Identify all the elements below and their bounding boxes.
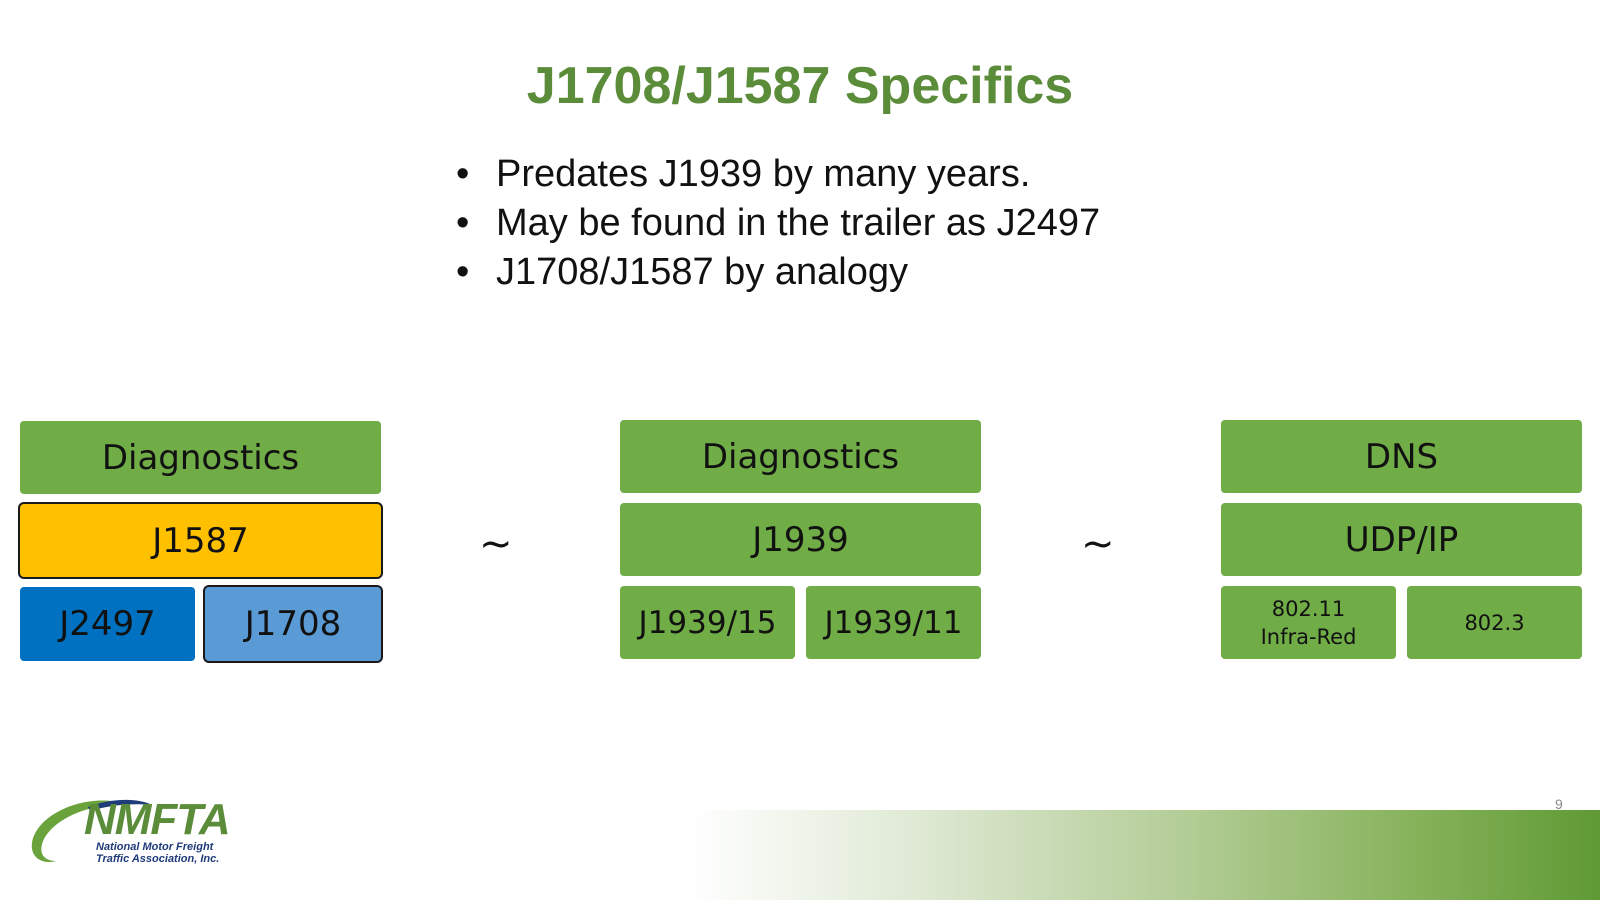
logo-subtitle-line-1: National Motor Freight bbox=[96, 841, 214, 853]
center-stack-middle-label: J1939 bbox=[752, 519, 849, 560]
left-stack-middle-label: J1587 bbox=[152, 520, 249, 561]
right-stack-bottom-right-label: 802.3 bbox=[1464, 610, 1525, 635]
center-stack-bottom-right-box: J1939/11 bbox=[806, 586, 981, 659]
right-stack-top-box: DNS bbox=[1221, 420, 1582, 493]
left-stack-bottom-right-label: J1708 bbox=[244, 604, 342, 644]
bullet-item: • Predates J1939 by many years. bbox=[456, 150, 1100, 199]
footer-gradient-band bbox=[690, 810, 1600, 900]
bullet-glyph: • bbox=[456, 251, 470, 293]
bullet-text: J1708/J1587 by analogy bbox=[496, 251, 908, 293]
right-stack-middle-box: UDP/IP bbox=[1221, 503, 1582, 576]
right-stack-bottom-left-label: 802.11 Infra-Red bbox=[1260, 596, 1357, 649]
left-stack-bottom-left-label: J2497 bbox=[59, 604, 156, 644]
right-stack-middle-label: UDP/IP bbox=[1344, 519, 1459, 560]
logo-swoosh-icon bbox=[31, 799, 152, 863]
center-stack-bottom-left-box: J1939/15 bbox=[620, 586, 795, 659]
bullet-item: • May be found in the trailer as J2497 bbox=[456, 199, 1100, 248]
right-stack-top-label: DNS bbox=[1364, 436, 1439, 477]
bullet-text: May be found in the trailer as J2497 bbox=[496, 202, 1101, 244]
center-stack-top-box: Diagnostics bbox=[620, 420, 981, 493]
right-stack-bottom-right-box: 802.3 bbox=[1407, 586, 1582, 659]
page-number: 9 bbox=[1555, 796, 1563, 812]
center-stack-bottom-right-label: J1939/11 bbox=[824, 604, 963, 641]
bullet-item: • J1708/J1587 by analogy bbox=[456, 248, 1100, 297]
slide-title: J1708/J1587 Specifics bbox=[526, 57, 1074, 115]
left-stack-bottom-right-box: J1708 bbox=[203, 585, 383, 663]
analogy-tilde-right: ~ bbox=[1081, 521, 1115, 567]
bullet-list: • Predates J1939 by many years. • May be… bbox=[456, 150, 1100, 297]
center-stack-middle-box: J1939 bbox=[620, 503, 981, 576]
logo-subtitle-line-2: Traffic Association, Inc. bbox=[96, 853, 220, 865]
logo-wordmark: NMFTA bbox=[84, 795, 231, 844]
left-stack-bottom-left-box: J2497 bbox=[20, 587, 195, 661]
nmfta-logo: NMFTA National Motor Freight Traffic Ass… bbox=[28, 795, 238, 885]
bullet-glyph: • bbox=[456, 153, 470, 195]
left-stack-top-label: Diagnostics bbox=[101, 437, 300, 478]
bullet-text: Predates J1939 by many years. bbox=[496, 153, 1031, 195]
right-stack-bottom-left-box: 802.11 Infra-Red bbox=[1221, 586, 1396, 659]
left-stack-middle-box: J1587 bbox=[18, 502, 383, 579]
center-stack-top-label: Diagnostics bbox=[701, 436, 900, 477]
analogy-tilde-left: ~ bbox=[479, 521, 513, 567]
center-stack-bottom-left-label: J1939/15 bbox=[638, 604, 777, 641]
bullet-glyph: • bbox=[456, 202, 470, 244]
left-stack-top-box: Diagnostics bbox=[20, 421, 381, 494]
